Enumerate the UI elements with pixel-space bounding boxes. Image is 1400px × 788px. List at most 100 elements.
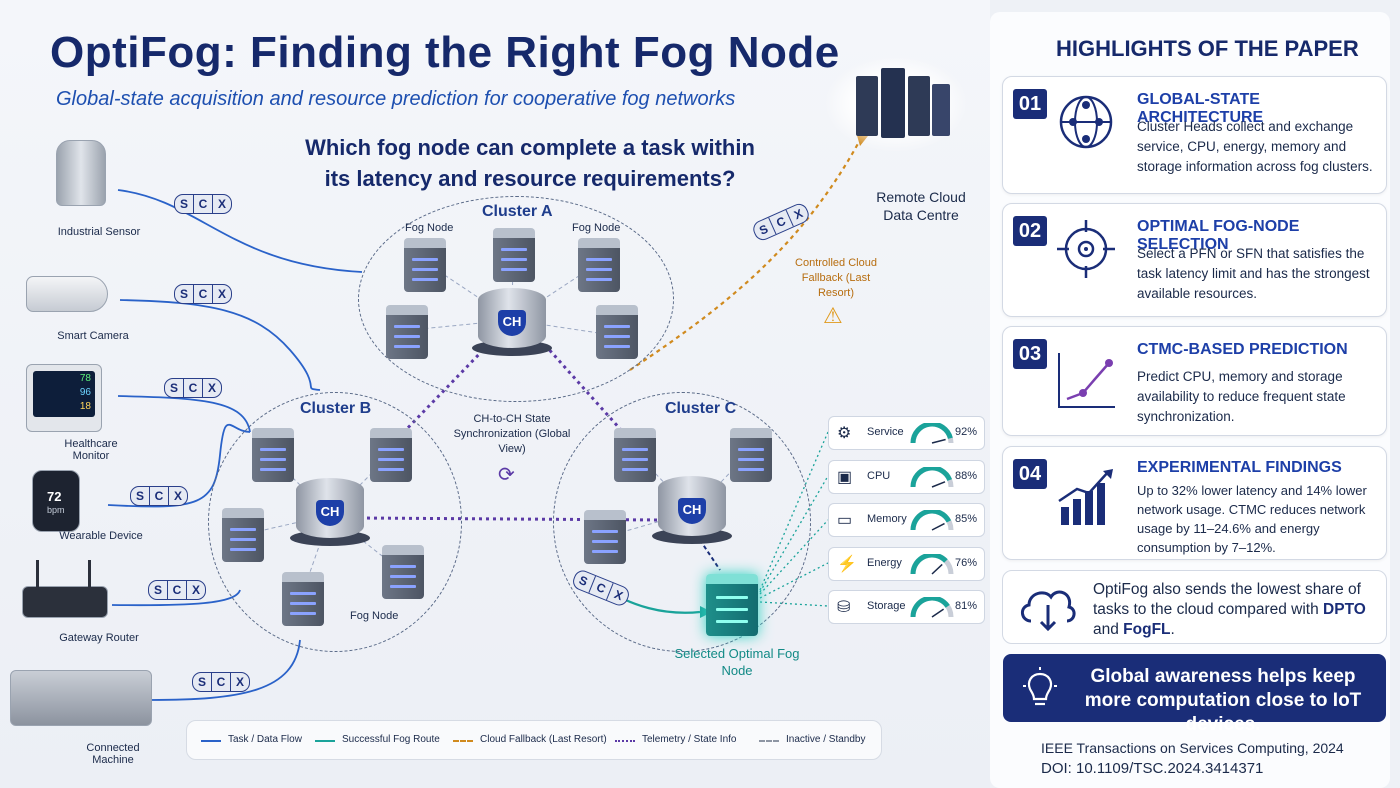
flow-industrial-sensor bbox=[117, 189, 363, 273]
cloud-share-note: OptiFog also sends the lowest share of t… bbox=[1002, 570, 1387, 644]
highlight-title: OPTIMAL FOG-NODE SELECTION bbox=[1137, 218, 1300, 253]
metric-label: Service bbox=[867, 426, 904, 438]
device-connected-machine[interactable]: Connected Machine bbox=[86, 742, 140, 766]
highlight-card-01: 01 GLOBAL-STATE ARCHITECTURE Cluster Hea… bbox=[1002, 76, 1387, 194]
metric-gauge bbox=[910, 597, 954, 618]
legend-line bbox=[453, 740, 473, 742]
device-healthcare-monitor[interactable]: Healthcare Monitor bbox=[64, 438, 118, 462]
fog-node[interactable] bbox=[584, 510, 626, 564]
metric-memory: ▭ Memory 85% bbox=[828, 503, 985, 537]
highlight-text: Up to 32% lower latency and 14% lower ne… bbox=[1137, 483, 1367, 555]
legend-line bbox=[759, 740, 779, 742]
metric-value: 88% bbox=[954, 469, 977, 482]
cluster-c bbox=[553, 392, 811, 652]
fog-node[interactable] bbox=[730, 428, 772, 482]
legend-line bbox=[315, 740, 335, 742]
highlight-title: GLOBAL-STATE ARCHITECTURE bbox=[1137, 91, 1264, 126]
metric-gauge-fill bbox=[910, 423, 953, 444]
ch-label: CH bbox=[498, 310, 526, 336]
device-smart-camera[interactable]: Smart Camera bbox=[57, 330, 129, 342]
cluster-head-b[interactable]: CH bbox=[290, 478, 370, 550]
globe-network-icon bbox=[1059, 95, 1113, 149]
wearable-icon: 72 bpm bbox=[32, 470, 80, 532]
flow-connected-machine bbox=[149, 639, 301, 701]
cloud-fallback-label: Controlled Cloud Fallback (Last Resort) bbox=[795, 257, 877, 299]
ch-label: CH bbox=[678, 498, 706, 524]
cluster-a bbox=[358, 196, 674, 402]
selected-fog-node[interactable] bbox=[706, 574, 758, 636]
fog-node[interactable] bbox=[614, 428, 656, 482]
metric-value: 76% bbox=[954, 556, 977, 569]
metric-label: Memory bbox=[867, 513, 907, 525]
fog-node[interactable] bbox=[404, 238, 446, 292]
highlight-text: Select a PFN or SFN that satisfies the t… bbox=[1137, 246, 1370, 301]
highlight-number: 04 bbox=[1013, 459, 1047, 489]
metric-value: 85% bbox=[954, 513, 977, 525]
wearable-reading: 72 bbox=[47, 489, 62, 504]
legend-item: Inactive / Standby bbox=[786, 734, 866, 745]
fog-node[interactable] bbox=[493, 228, 535, 282]
cluster-c-label: Cluster C bbox=[665, 400, 737, 417]
legend-item: Successful Fog Route bbox=[342, 734, 440, 745]
fog-node[interactable] bbox=[386, 305, 428, 359]
cluster-b-label: Cluster B bbox=[300, 400, 372, 417]
fog-node[interactable] bbox=[222, 508, 264, 562]
metric-gauge bbox=[910, 423, 954, 444]
cluster-a-node-label-right: Fog Node bbox=[572, 222, 621, 234]
highlight-card-03: 03 CTMC-BASED PREDICTION Predict CPU, me… bbox=[1002, 326, 1387, 436]
metric-gauge-needle bbox=[931, 438, 946, 444]
fog-node[interactable] bbox=[578, 238, 620, 292]
fog-node[interactable] bbox=[596, 305, 638, 359]
device-gateway-router[interactable]: Gateway Router bbox=[59, 632, 139, 644]
metric-gauge-needle bbox=[931, 480, 946, 488]
fog-node[interactable] bbox=[282, 572, 324, 626]
device-industrial-sensor[interactable]: Industrial Sensor bbox=[57, 226, 141, 238]
lightning-icon: ⚡ bbox=[837, 555, 857, 573]
cloud-fallback-line bbox=[629, 139, 861, 371]
memory-icon: ▭ bbox=[837, 512, 853, 529]
device-wearable[interactable]: Wearable Device bbox=[59, 530, 143, 542]
metric-gauge-needle bbox=[931, 608, 945, 618]
doi[interactable]: DOI: 10.1109/TSC.2024.3414371 bbox=[1041, 760, 1264, 777]
metric-label: Storage bbox=[867, 600, 906, 612]
highlights-title: HIGHLIGHTS OF THE PAPER bbox=[1056, 36, 1359, 61]
highlight-title: EXPERIMENTAL FINDINGS bbox=[1137, 459, 1342, 476]
cluster-b-node-label: Fog Node bbox=[350, 610, 399, 622]
fog-node[interactable] bbox=[252, 428, 294, 482]
highlight-text: Cluster Heads collect and exchange servi… bbox=[1137, 119, 1373, 174]
fog-node[interactable] bbox=[382, 545, 424, 599]
page-title: OptiFog: Finding the Right Fog Node bbox=[50, 28, 840, 77]
antenna-icon bbox=[88, 560, 91, 588]
metric-label: CPU bbox=[867, 469, 891, 482]
highlight-title: CTMC-BASED PREDICTION bbox=[1137, 341, 1348, 358]
legend-item: Task / Data Flow bbox=[228, 734, 302, 745]
lightbulb-icon bbox=[1023, 667, 1057, 706]
metric-gauge-needle bbox=[931, 522, 945, 531]
page-subtitle: Global-state acquisition and resource pr… bbox=[56, 88, 736, 110]
monitor-reading: 78 bbox=[79, 373, 91, 384]
industrial-sensor-icon bbox=[56, 140, 106, 206]
banner-text: Global awareness helps keep more computa… bbox=[1084, 666, 1362, 735]
journal-citation: IEEE Transactions on Services Computing,… bbox=[1041, 740, 1344, 756]
fog-node[interactable] bbox=[370, 428, 412, 482]
cluster-head-a[interactable]: CH bbox=[472, 288, 552, 360]
database-icon: ⛁ bbox=[837, 599, 851, 616]
gear-icon: ⚙ bbox=[837, 425, 852, 442]
key-message-banner: Global awareness helps keep more computa… bbox=[1003, 654, 1386, 735]
cluster-head-c[interactable]: CH bbox=[652, 476, 732, 548]
monitor-reading: 96 bbox=[79, 387, 91, 398]
legend-line bbox=[201, 740, 221, 742]
sync-icon: ⟳ bbox=[498, 464, 515, 486]
cluster-a-label: Cluster A bbox=[482, 203, 553, 220]
monitor-reading: 18 bbox=[79, 401, 91, 412]
sync-label: CH-to-CH State Synchronization (Global V… bbox=[453, 413, 571, 455]
target-icon bbox=[1057, 220, 1115, 278]
monitor-icon: 78 96 18 bbox=[26, 364, 102, 432]
highlight-number: 02 bbox=[1013, 216, 1047, 246]
